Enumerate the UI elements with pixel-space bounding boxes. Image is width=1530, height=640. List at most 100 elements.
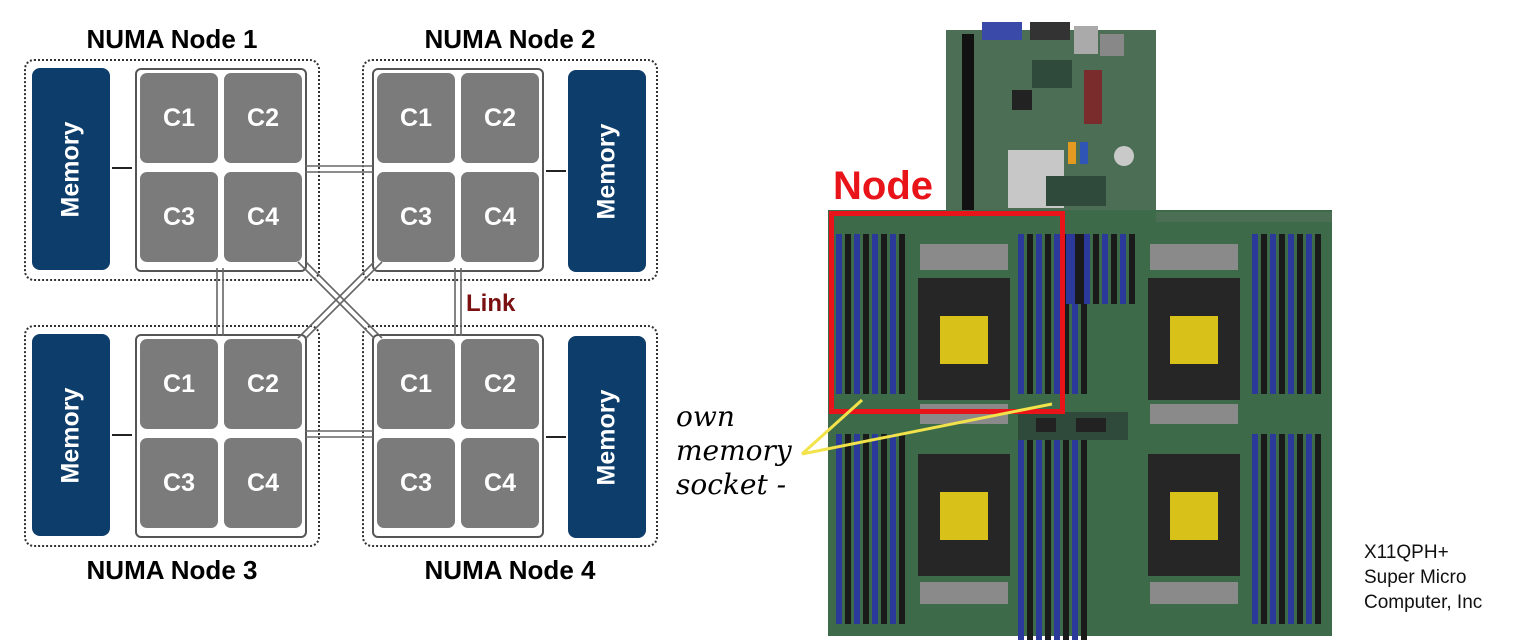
core-c3: C3 [140,438,218,528]
dimm-slot [854,234,860,394]
credit-model: X11QPH+ [1364,542,1449,563]
node-label: Node [833,164,933,208]
core-c2: C2 [461,339,539,429]
numa-node-2 [362,59,658,281]
interconnect-links [216,165,462,438]
dimm-slot [1111,234,1117,304]
dimm-slot [881,234,887,394]
numa-node-4 [362,325,658,547]
dimm-slot [1066,234,1072,304]
dimm-slot [899,434,905,624]
dimm-slot [1081,234,1087,394]
dimm-slot [1315,434,1321,624]
dimm-slot [1093,234,1099,304]
dimm-slot [1063,234,1069,394]
dimm-slot [1084,234,1090,304]
dimm-slot [1036,434,1042,640]
annotation-pointer [800,398,1053,456]
credit-company: Super Micro [1364,567,1467,588]
dimm-slot [1102,234,1108,304]
core-c4: C4 [461,172,539,262]
dimm-slot [1075,234,1081,304]
dimm-slot [1306,434,1312,624]
dimm-slot [1252,234,1258,394]
dimm-slot [1270,234,1276,394]
core-c4: C4 [461,438,539,528]
dimm-slot [1120,234,1126,304]
dimm-slot [1081,434,1087,640]
memory-bus-connector [546,170,566,172]
core-c2: C2 [224,339,302,429]
dimm-slot [1129,234,1135,304]
dimm-slot [854,434,860,624]
numa-node-1-title: NUMA Node 1 [86,24,258,54]
core-c3: C3 [377,172,455,262]
numa-node-4-memory: Memory [568,336,646,538]
annotation-line-own: own [676,400,735,433]
dimm-slot [872,234,878,394]
dimm-slot [1027,234,1033,394]
memory-bus-connector [546,436,566,438]
dimm-slot [890,234,896,394]
dimm-slot [881,434,887,624]
dimm-slot [1261,234,1267,394]
core-c2: C2 [461,73,539,163]
core-c3: C3 [140,172,218,262]
dimm-slot [1018,234,1024,394]
core-c4: C4 [224,438,302,528]
numa-node-1 [24,59,320,281]
dimm-slot [845,434,851,624]
dimm-slot [872,434,878,624]
numa-node-1-memory: Memory [32,68,110,270]
dimm-slot [1063,434,1069,640]
dimm-slot [845,234,851,394]
dimm-slot [1018,434,1024,640]
numa-node-2-memory: Memory [568,70,646,272]
dimm-slot [1027,434,1033,640]
numa-node-4-title: NUMA Node 4 [424,555,596,585]
dimm-slot [1045,434,1051,640]
motherboard-illustration [828,22,1332,640]
dimm-slot [1054,234,1060,394]
dimm-slot [1045,234,1051,394]
dimm-slot [863,434,869,624]
board-credit: X11QPH+ Super Micro Computer, Inc [1364,540,1482,615]
dimm-slot [899,234,905,394]
core-c1: C1 [377,73,455,163]
core-c3: C3 [377,438,455,528]
dimm-slot [1288,434,1294,624]
core-c4: C4 [224,172,302,262]
dimm-slot [1279,434,1285,624]
dimm-slot [836,234,842,394]
dimm-slot [836,434,842,624]
numa-node-3-title: NUMA Node 3 [86,555,258,585]
dimm-slot [1270,434,1276,624]
node-highlight-box [829,211,1065,414]
handwritten-annotation: own memory socket - [676,400,792,502]
numa-node-3-memory: Memory [32,334,110,536]
credit-company-suffix: Computer, Inc [1364,592,1483,613]
memory-bus-connector [112,167,132,169]
numa-node-3 [24,325,320,547]
dimm-slot [1036,234,1042,394]
dimm-slot [1288,234,1294,394]
dimm-slot [890,434,896,624]
dimm-slot [1315,234,1321,394]
dimm-slot [1054,434,1060,640]
core-c1: C1 [140,339,218,429]
annotation-line-socket: socket - [676,468,787,501]
core-c2: C2 [224,73,302,163]
dimm-slot [1306,234,1312,394]
annotation-line-memory: memory [676,434,792,467]
dimm-slot [1072,234,1078,394]
link-label: Link [466,290,516,317]
dimm-slot [1072,434,1078,640]
core-c1: C1 [377,339,455,429]
memory-bus-connector [112,434,132,436]
numa-node-2-title: NUMA Node 2 [424,24,596,54]
dimm-slot [863,234,869,394]
dimm-slot [1279,234,1285,394]
dimm-slot [1261,434,1267,624]
core-c1: C1 [140,73,218,163]
dimm-slot [1297,434,1303,624]
